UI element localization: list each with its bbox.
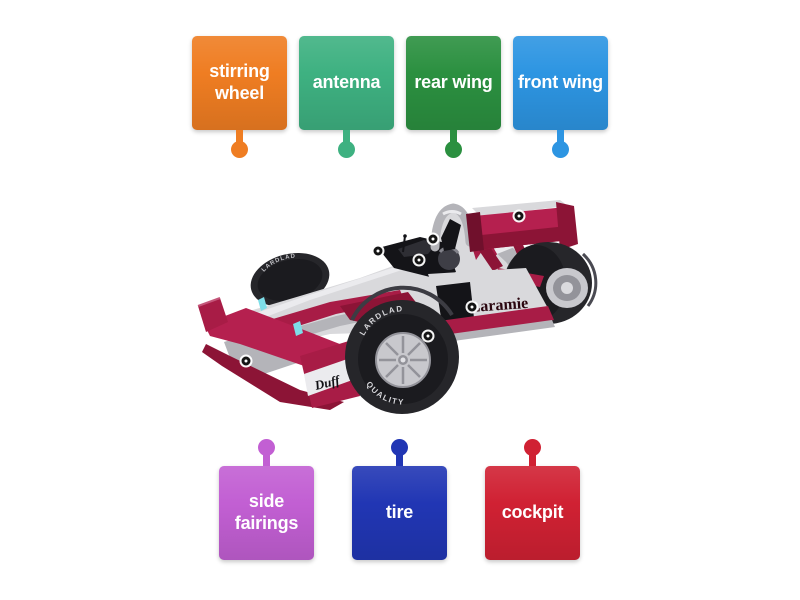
label-text: antenna bbox=[312, 72, 381, 93]
pin-ball bbox=[552, 141, 569, 158]
pin-stem bbox=[450, 126, 457, 144]
label-text: stirring wheel bbox=[209, 61, 270, 103]
drop-marker-2[interactable] bbox=[428, 234, 438, 244]
label-card-front-wing[interactable]: front wing bbox=[513, 36, 608, 158]
pin-ball bbox=[231, 141, 248, 158]
front-wing-decal: Duff bbox=[312, 372, 343, 393]
sidepod: Laramie bbox=[428, 268, 555, 343]
pin-ball bbox=[445, 141, 462, 158]
pin-ball bbox=[391, 439, 408, 456]
drop-marker-4[interactable] bbox=[414, 255, 424, 265]
pin-ball bbox=[258, 439, 275, 456]
pin-stem bbox=[557, 126, 564, 144]
rear-wing bbox=[466, 200, 578, 271]
label-card-stirring-wheel[interactable]: stirring wheel bbox=[192, 36, 287, 158]
label-card-cockpit[interactable]: cockpit bbox=[485, 439, 580, 560]
nose-winglet-1 bbox=[258, 297, 267, 311]
drop-marker-3[interactable] bbox=[373, 246, 383, 256]
label-card-rear-wing[interactable]: rear wing bbox=[406, 36, 501, 158]
pin-stem bbox=[263, 452, 270, 470]
label-text: cockpit bbox=[501, 502, 564, 523]
pin-stem bbox=[236, 126, 243, 144]
wheel-spokes bbox=[379, 336, 427, 384]
driver-helmet bbox=[438, 248, 460, 270]
label-card-tire[interactable]: tire bbox=[352, 439, 447, 560]
pin-stem bbox=[529, 452, 536, 470]
drop-marker-6[interactable] bbox=[423, 331, 433, 341]
pin-ball bbox=[524, 439, 541, 456]
label-card-antenna[interactable]: antenna bbox=[299, 36, 394, 158]
front-right-wheel: LARDLAD bbox=[250, 252, 330, 308]
label-text: side fairings bbox=[234, 491, 299, 533]
label-card-side-fairings[interactable]: side fairings bbox=[219, 439, 314, 560]
label-text: rear wing bbox=[414, 72, 493, 93]
nose-winglet-2 bbox=[293, 321, 303, 336]
label-text: front wing bbox=[518, 72, 603, 93]
pin-stem bbox=[343, 126, 350, 144]
drop-marker-1[interactable] bbox=[514, 211, 524, 221]
drop-marker-5[interactable] bbox=[467, 302, 477, 312]
drop-marker-7[interactable] bbox=[241, 356, 251, 366]
pin-ball bbox=[338, 141, 355, 158]
antenna-mast bbox=[402, 234, 407, 253]
mirror bbox=[411, 263, 420, 269]
label-text: tire bbox=[385, 502, 414, 523]
pin-stem bbox=[396, 452, 403, 470]
